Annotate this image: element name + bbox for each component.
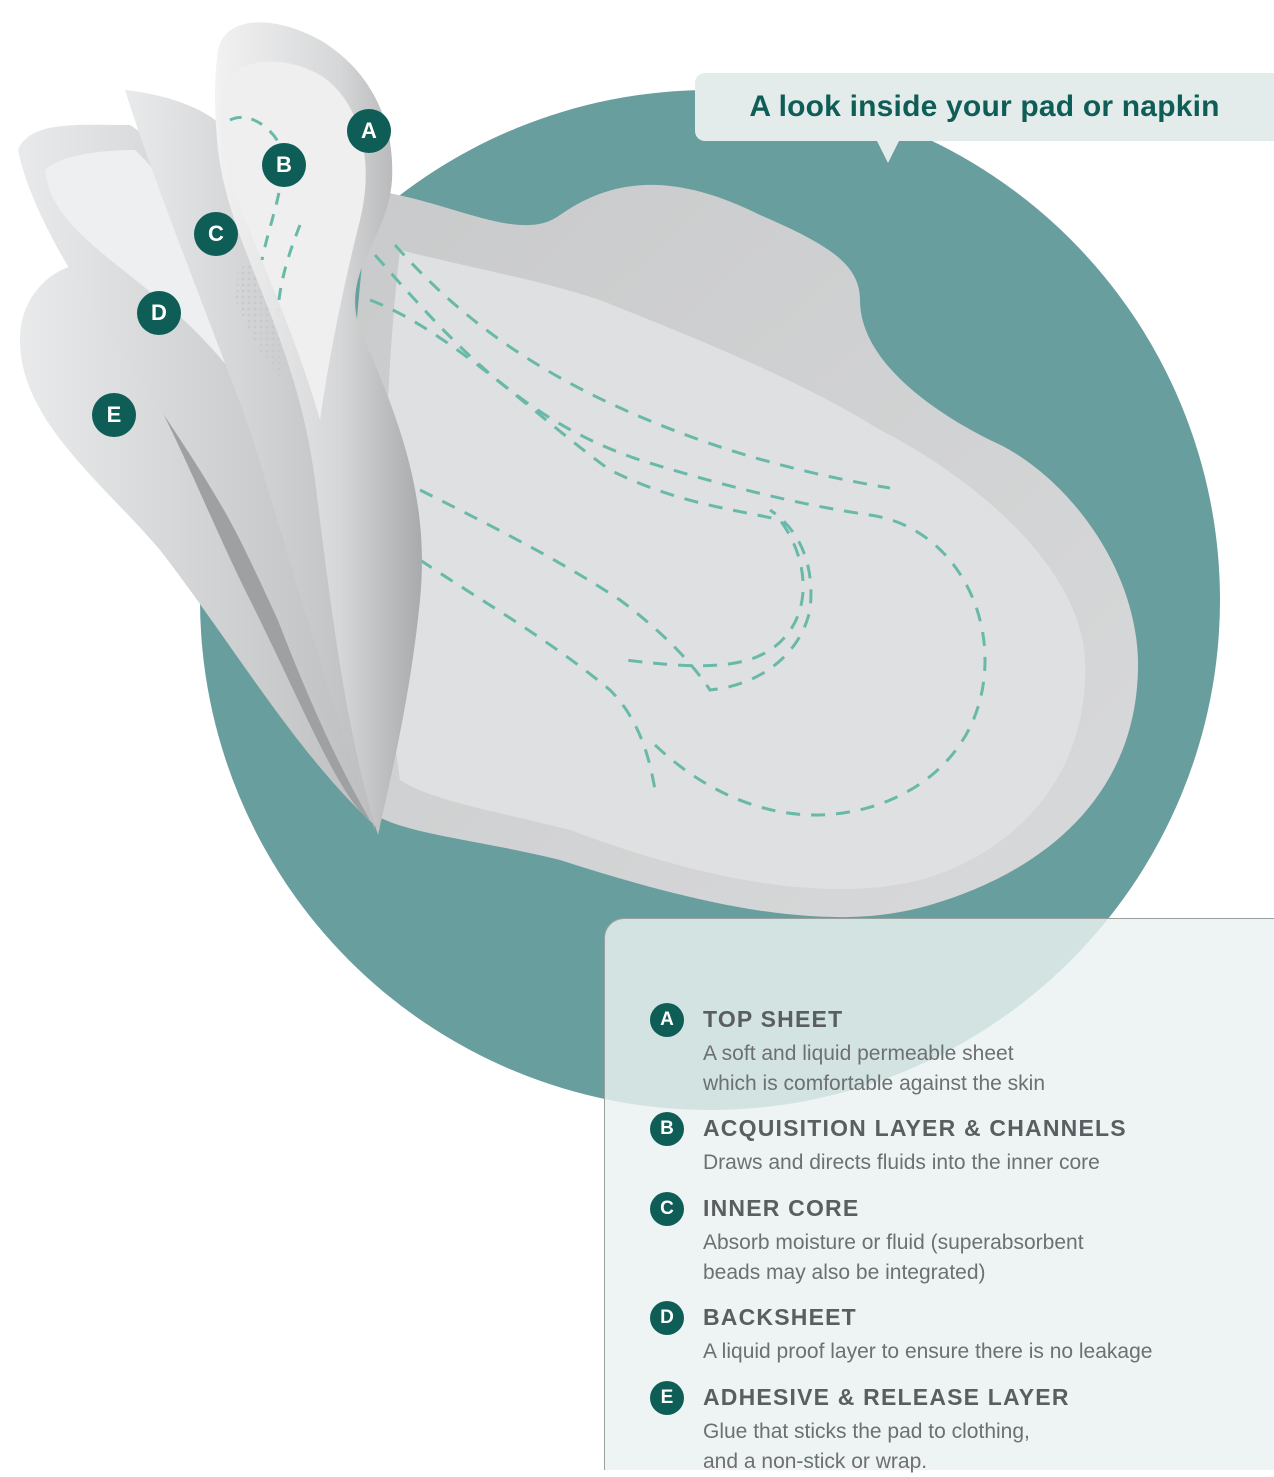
legend-badge-c: C xyxy=(650,1192,684,1226)
page-title: A look inside your pad or napkin xyxy=(749,90,1219,124)
legend-heading: INNER CORE xyxy=(703,1195,859,1222)
marker-e: E xyxy=(92,393,136,437)
legend-badge-e: E xyxy=(650,1381,684,1415)
legend-badge-a: A xyxy=(650,1003,684,1037)
legend-heading: ADHESIVE & RELEASE LAYER xyxy=(703,1384,1070,1411)
marker-b: B xyxy=(262,143,306,187)
legend-heading: BACKSHEET xyxy=(703,1304,857,1331)
legend-description: A soft and liquid permeable sheet which … xyxy=(703,1039,1263,1099)
legend-description: Absorb moisture or fluid (superabsorbent… xyxy=(703,1228,1263,1288)
title-callout: A look inside your pad or napkin xyxy=(695,73,1274,141)
legend-badge-b: B xyxy=(650,1112,684,1146)
legend-description: Draws and directs fluids into the inner … xyxy=(703,1148,1263,1178)
legend-description: A liquid proof layer to ensure there is … xyxy=(703,1337,1263,1367)
marker-d: D xyxy=(137,291,181,335)
legend-description: Glue that sticks the pad to clothing, an… xyxy=(703,1417,1263,1477)
marker-c: C xyxy=(194,212,238,256)
legend-heading: ACQUISITION LAYER & CHANNELS xyxy=(703,1115,1127,1142)
legend-heading: TOP SHEET xyxy=(703,1006,843,1033)
marker-a: A xyxy=(347,109,391,153)
legend-badge-d: D xyxy=(650,1301,684,1335)
